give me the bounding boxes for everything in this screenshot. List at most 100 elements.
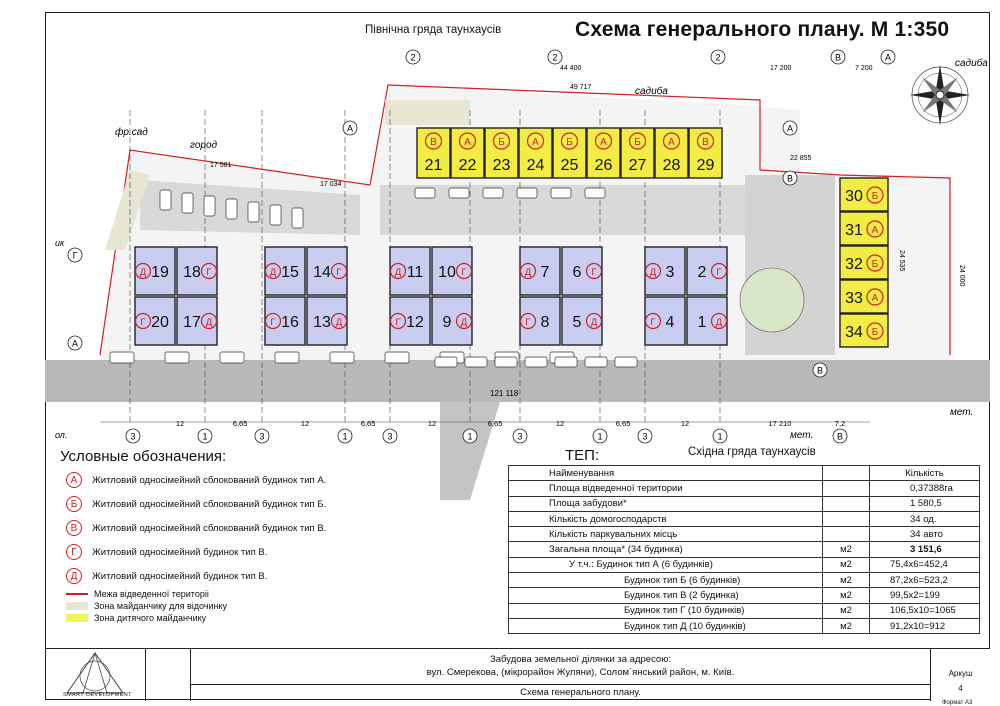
house-25: Б25 [552,127,587,179]
type-circle [134,262,152,280]
car-icon [181,192,194,214]
house-type: А [872,225,879,236]
car-icon [550,187,572,199]
header-unit [822,464,870,482]
car-icon [225,198,238,220]
car-icon [247,201,260,223]
svg-text:2: 2 [552,53,557,63]
car-icon [584,356,608,368]
house-number: 16 [281,314,299,331]
house-type: Б [872,191,879,202]
type-circle [458,132,477,150]
type-symbol: В [66,520,82,536]
car-icon [384,351,410,364]
car-icon [554,356,578,368]
house-type: В [702,137,709,148]
type-circle [866,322,884,340]
type-circle [594,132,613,150]
legend-heading: Условные обозначения: [60,448,227,465]
type-circle [560,132,579,150]
type-circle [585,312,603,330]
type-circle [519,312,537,330]
car-icon [464,356,488,368]
dim-north-1: 44 400 [560,65,582,72]
car-icon [269,204,282,226]
house-type: А [668,137,675,148]
house-number: 9 [443,314,452,331]
axis-bubble: 2 [547,49,563,65]
axis-bubble: 1 [197,428,213,444]
house-number: 20 [151,314,169,331]
house-type: Д [591,317,598,328]
axis-bubble: В [782,170,798,186]
axis-bubble: В [812,362,828,378]
type-circle [628,132,647,150]
svg-text:3: 3 [259,432,264,442]
type-circle [492,132,511,150]
house-6: Г6 [561,246,603,296]
house-17: Д17 [176,296,218,346]
house-number: 29 [697,157,715,174]
type-circle [526,132,545,150]
car-icon [414,187,436,199]
house-type: Г [591,267,596,278]
house-28: А28 [654,127,689,179]
spacing-label: 12 [301,419,309,428]
svg-text:Г: Г [73,251,78,261]
svg-text:В: В [787,174,793,184]
svg-text:3: 3 [642,432,647,442]
car-icon [524,356,548,368]
type-circle [455,312,473,330]
house-14: Г14 [306,246,348,296]
site-boundary [99,84,951,356]
house-1: Д1 [686,296,728,346]
format-label: Формат А3 [942,700,973,706]
side-road [440,402,500,500]
spacing-label: 12 [681,419,689,428]
spacing-label: 12 [176,419,184,428]
house-number: 11 [407,264,424,281]
axis-bubble: 3 [637,428,653,444]
axis-bubble: 1 [337,428,353,444]
house-9: Д9 [431,296,473,346]
type-circle [389,312,407,330]
house-number: 18 [183,264,201,281]
type-circle [200,262,218,280]
legend-text: Житловий односімейний сблокований будино… [92,522,327,534]
type-circle [264,262,282,280]
label-sadyba-2: садиба [955,57,988,69]
main-road [45,360,990,402]
house-number: 5 [573,314,582,331]
car-icon [274,351,300,364]
svg-text:1: 1 [342,432,347,442]
house-type: Б [634,137,641,148]
type-circle [866,220,884,238]
house-type: А [600,137,607,148]
axis-bubble: А [342,120,358,136]
house-2: Г2 [686,246,728,296]
house-number: 8 [541,314,550,331]
house-number: 6 [573,264,582,281]
table-row: Площа забудови*1 580,5 [508,495,980,512]
house-type: Д [461,317,468,328]
car-icon [448,187,470,199]
type-circle [710,312,728,330]
legend-item: В Житловий односімейний сблокований будин… [60,516,480,540]
sheet-label: Аркуш [948,669,973,678]
